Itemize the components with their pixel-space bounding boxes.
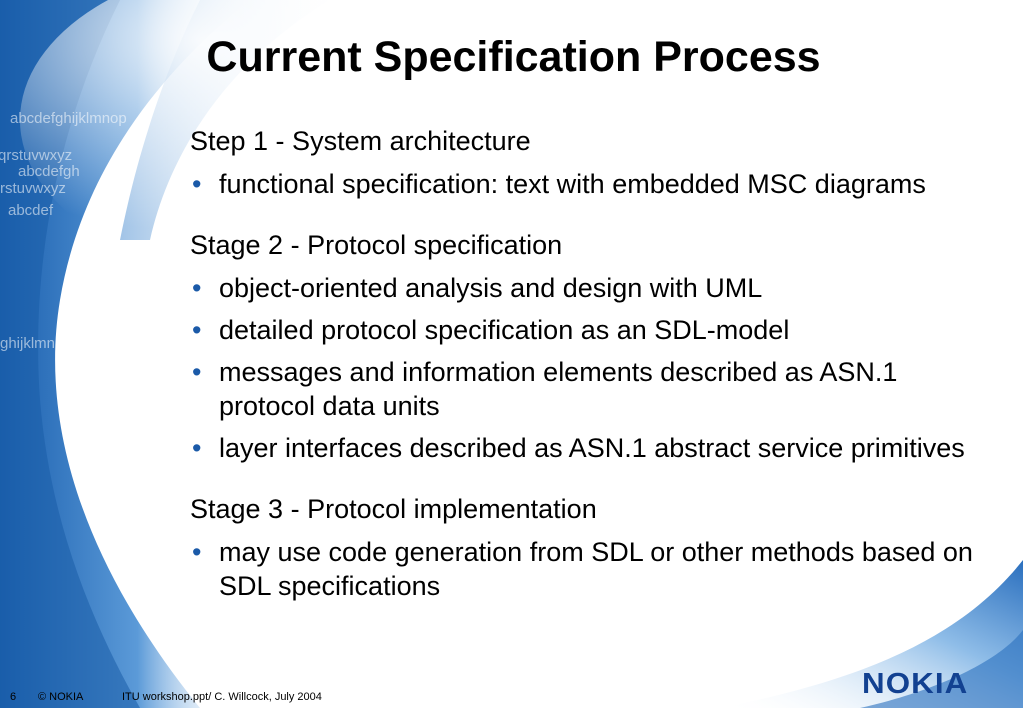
- copyright: © NOKIA: [38, 691, 84, 703]
- section-heading: Step 1 - System architecture: [190, 126, 531, 156]
- section-protocol-implementation: Stage 3 - Protocol implementation may us…: [190, 492, 980, 603]
- bullet-item: detailed protocol specification as an SD…: [190, 313, 980, 347]
- bullet-item: functional specification: text with embe…: [190, 167, 980, 201]
- slide-content: Step 1 - System architecture functional …: [190, 124, 980, 611]
- background-letters: qrstuvwxyz: [0, 147, 72, 164]
- background-letters: abcdef: [8, 202, 54, 219]
- bullet-item: may use code generation from SDL or othe…: [190, 535, 980, 603]
- bullet-list: functional specification: text with embe…: [190, 167, 980, 201]
- bullet-item: layer interfaces described as ASN.1 abst…: [190, 431, 980, 465]
- section-system-architecture: Step 1 - System architecture functional …: [190, 124, 980, 201]
- section-heading: Stage 2 - Protocol specification: [190, 230, 563, 260]
- background-letters: abcdefghijklmnop: [10, 110, 127, 127]
- background-letters: abcdefgh: [18, 163, 80, 180]
- bullet-item: messages and information elements descri…: [190, 355, 980, 423]
- slide-title: Current Specification Process: [206, 33, 821, 81]
- section-protocol-specification: Stage 2 - Protocol specification object-…: [190, 228, 980, 465]
- bullet-list: object-oriented analysis and design with…: [190, 271, 980, 465]
- source-note: ITU workshop.ppt/ C. Willcock, July 2004: [122, 691, 322, 703]
- background-letters: ghijklmno: [0, 335, 63, 352]
- section-heading: Stage 3 - Protocol implementation: [190, 494, 597, 524]
- page-number: 6: [10, 691, 17, 703]
- nokia-logo: NOKIA: [862, 668, 969, 700]
- background-letters: rstuvwxyz: [0, 180, 66, 197]
- bullet-list: may use code generation from SDL or othe…: [190, 535, 980, 603]
- bullet-item: object-oriented analysis and design with…: [190, 271, 980, 305]
